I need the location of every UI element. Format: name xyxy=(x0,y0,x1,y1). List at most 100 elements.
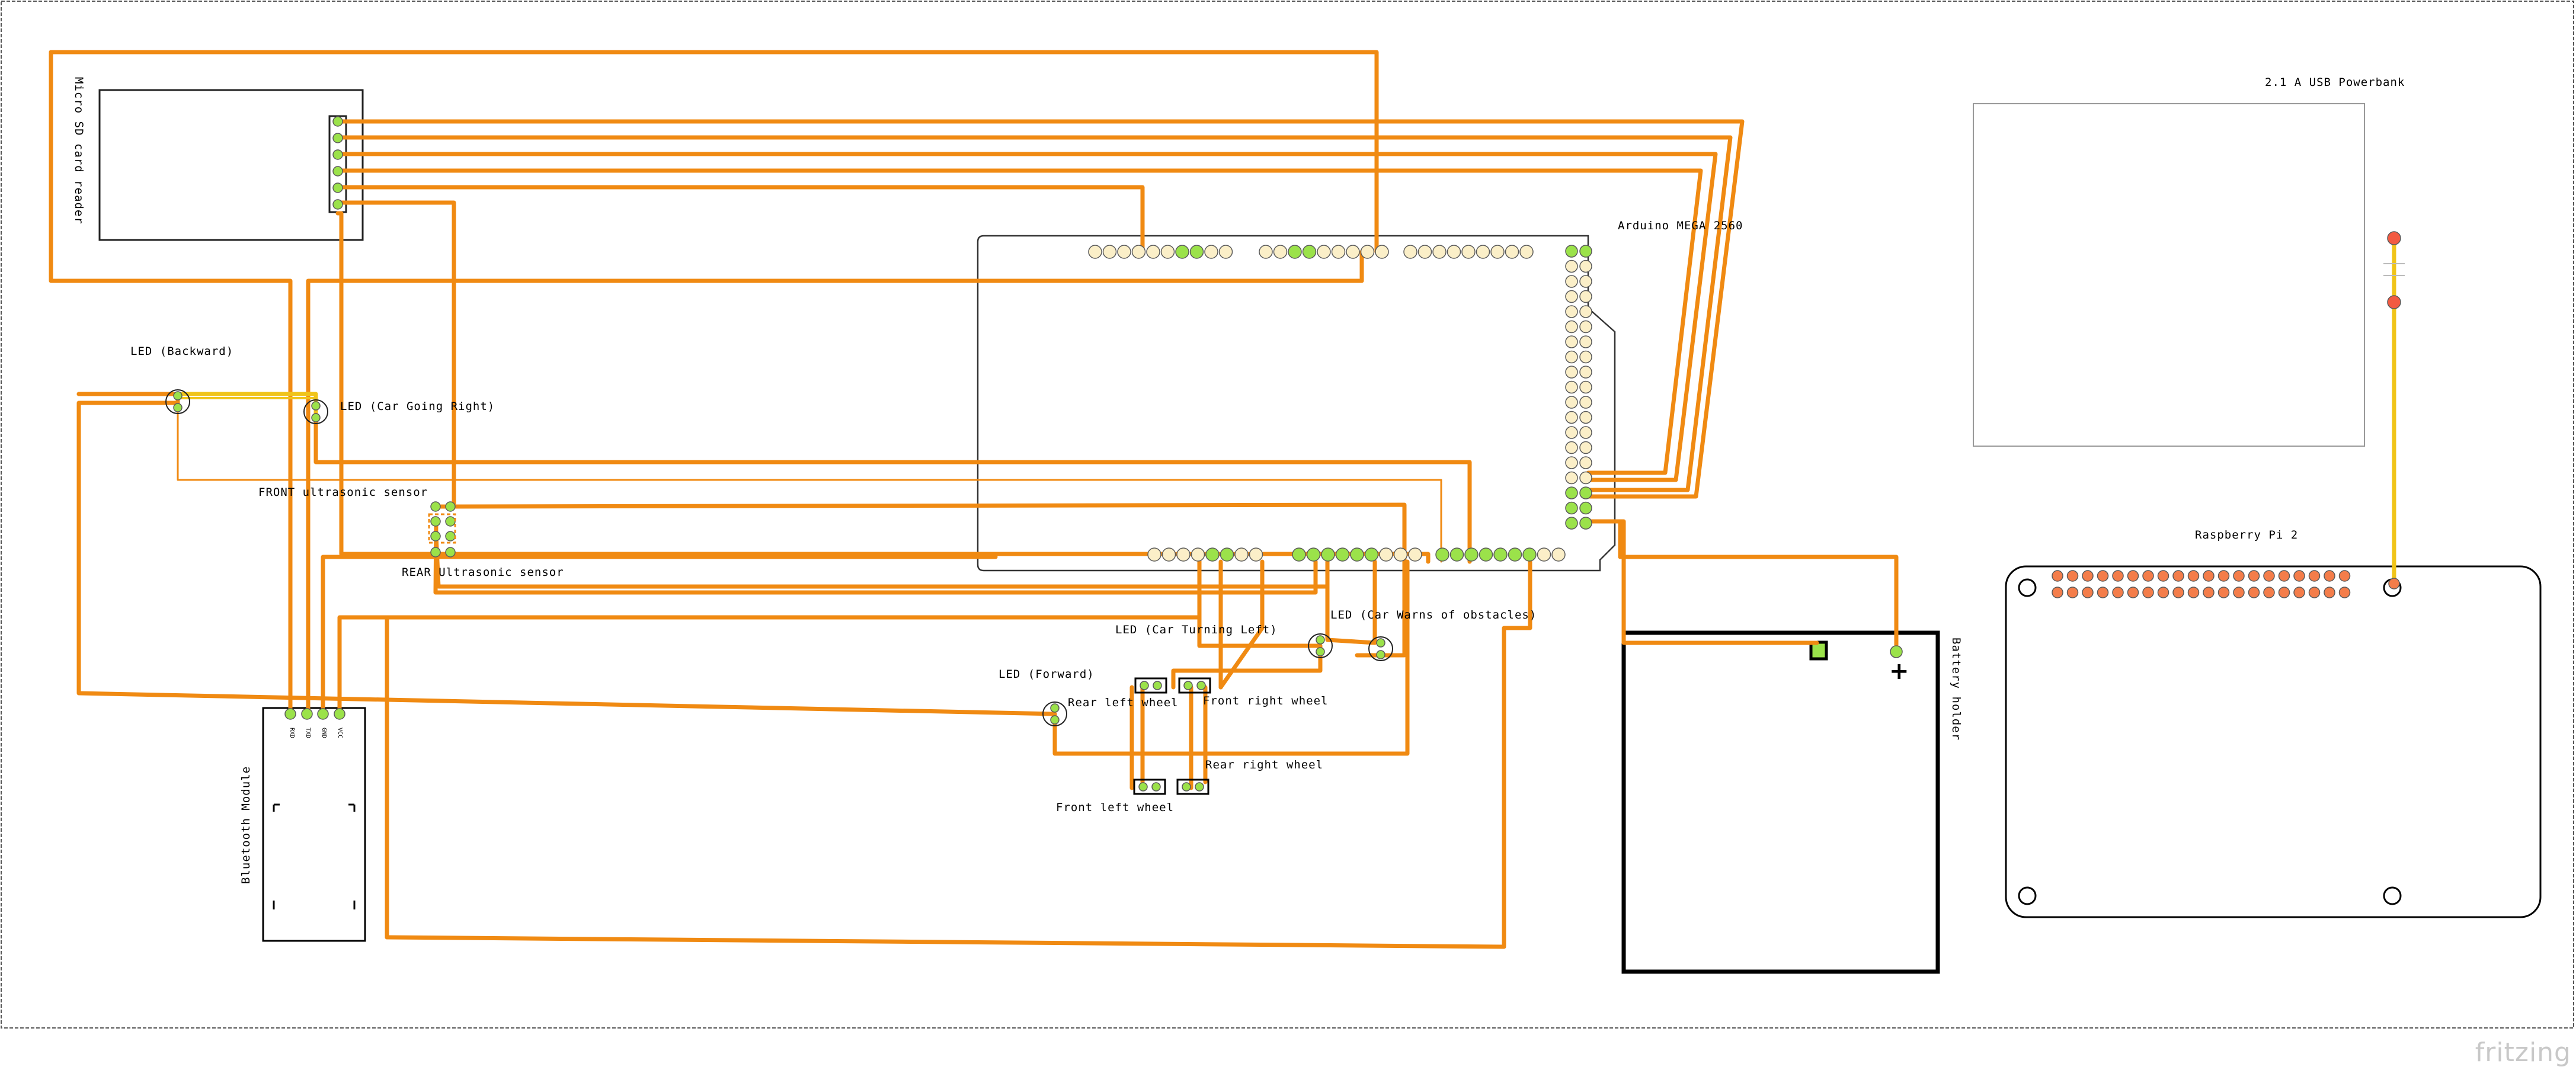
arduino-top-pin xyxy=(1331,245,1346,259)
led-forward-pin xyxy=(1050,715,1060,725)
wire xyxy=(335,211,1431,564)
sd-pin xyxy=(332,199,343,210)
wire xyxy=(1218,559,1265,690)
ultrasonic-pin xyxy=(430,516,441,527)
arduino-bottom-pin xyxy=(1234,547,1249,562)
led-obstacles-label: LED (Car Warns of obstacles) xyxy=(1330,608,1537,622)
rpi-gpio-pin xyxy=(2338,570,2351,582)
front-right-wheel-label: Front right wheel xyxy=(1203,694,1329,707)
arduino-top-pin xyxy=(1519,245,1534,259)
arduino-bottom-pin xyxy=(1321,547,1335,562)
bt-pin-gnd: GND xyxy=(321,728,327,739)
arduino-top-pin xyxy=(1461,245,1476,259)
powerbank-pin xyxy=(2387,295,2401,309)
arduino-top-pin xyxy=(1131,245,1146,259)
rpi-gpio-pin xyxy=(2248,570,2260,582)
arduino-right-pin xyxy=(1565,245,1578,258)
arduino-bottom-pin xyxy=(1393,547,1408,562)
arduino-top-pin xyxy=(1447,245,1461,259)
bluetooth-module[interactable] xyxy=(262,707,366,942)
arduino-mega-board[interactable] xyxy=(977,235,1616,572)
arduino-right-pin xyxy=(1565,517,1578,530)
led-turn-left-pin xyxy=(1316,647,1325,656)
arduino-bottom-pin xyxy=(1435,547,1449,562)
wire xyxy=(385,559,1532,949)
wire xyxy=(1197,559,1323,648)
arduino-right-pin xyxy=(1565,471,1578,485)
sheet-border xyxy=(1,1,2574,1029)
rpi-gpio-pin xyxy=(2097,570,2109,582)
arduino-right-pin xyxy=(1579,335,1592,348)
rpi-gpio-pin xyxy=(2066,570,2079,582)
rpi-gpio-pin xyxy=(2203,587,2215,598)
led-forward-label: LED (Forward) xyxy=(999,668,1095,681)
arduino-bottom-pin xyxy=(1364,547,1379,562)
rpi-gpio-pin xyxy=(2338,587,2351,598)
battery-holder[interactable] xyxy=(1621,630,1940,974)
arduino-right-pin xyxy=(1579,380,1592,394)
arduino-right-pin xyxy=(1565,350,1578,364)
arduino-top-pin xyxy=(1302,245,1317,259)
sd-pin xyxy=(332,116,343,127)
sd-card-reader[interactable] xyxy=(98,89,364,241)
wire xyxy=(49,50,1379,254)
led-right-label: LED (Car Going Right) xyxy=(340,400,495,413)
arduino-top-pin xyxy=(1160,245,1175,259)
led-right xyxy=(303,399,328,424)
arduino-right-pin xyxy=(1565,486,1578,499)
bt-header-pin xyxy=(284,708,296,720)
front-left-wheel xyxy=(1133,779,1166,795)
arduino-top-pin xyxy=(1189,245,1204,259)
powerbank[interactable] xyxy=(1973,103,2365,447)
front-right-wheel-pin xyxy=(1196,681,1206,690)
arduino-right-pin xyxy=(1565,260,1578,273)
rpi-gpio-pin xyxy=(2293,587,2305,598)
led-left-label: LED (Car Turning Left) xyxy=(1115,623,1278,636)
arduino-right-pin xyxy=(1565,275,1578,288)
arduino-right-pin xyxy=(1579,245,1592,258)
rpi-gpio-pin xyxy=(2263,570,2275,582)
arduino-right-pin xyxy=(1565,441,1578,454)
wire xyxy=(1618,519,1899,654)
arduino-right-pin xyxy=(1579,441,1592,454)
wire xyxy=(1355,559,1407,658)
wire xyxy=(1052,559,1410,756)
arduino-label: Arduino MEGA 2560 xyxy=(1618,219,1743,232)
rpi-gpio-pin xyxy=(2324,570,2335,582)
arduino-right-pin xyxy=(1565,426,1578,439)
rpi-gpio-pin xyxy=(2066,587,2079,598)
arduino-top-pin xyxy=(1146,245,1160,259)
rpi-gpio-pin xyxy=(2142,587,2154,598)
led-right-pin xyxy=(311,413,321,422)
arduino-right-pin xyxy=(1579,305,1592,318)
wire xyxy=(335,135,1733,492)
arduino-right-pin xyxy=(1579,320,1592,334)
bt-header-pin xyxy=(301,708,313,720)
arduino-bottom-pin xyxy=(1205,547,1220,562)
arduino-top-pin xyxy=(1346,245,1360,259)
led-backward-pin xyxy=(173,403,183,412)
bluetooth-label: Bluetooth Module xyxy=(239,765,252,884)
sd-reader-label: Micro SD card reader xyxy=(72,77,85,225)
rear-left-wheel-pin xyxy=(1153,681,1162,690)
wire xyxy=(434,502,1407,564)
bt-pin-vcc: VCC xyxy=(337,728,343,739)
arduino-bottom-pin xyxy=(1335,547,1350,562)
arduino-bottom-pin xyxy=(1551,547,1566,562)
led-obstacles-pin xyxy=(1376,650,1385,659)
raspberry-pi-board[interactable] xyxy=(2005,565,2542,918)
arduino-bottom-pin xyxy=(1408,547,1422,562)
front-ultrasonic-label: FRONT ultrasonic sensor xyxy=(258,486,428,499)
arduino-bottom-pin xyxy=(1508,547,1522,562)
rpi-gpio-pin xyxy=(2157,570,2169,582)
led-obstacles xyxy=(1368,636,1393,661)
ultrasonic-pin xyxy=(445,547,456,558)
front-left-wheel-label: Front left wheel xyxy=(1056,801,1175,814)
rpi-gpio-pin xyxy=(2142,570,2154,582)
ultrasonic-pin xyxy=(445,516,456,527)
rpi-gpio-pin xyxy=(2248,587,2260,598)
bt-pin-rxd: RXD xyxy=(289,728,295,739)
bt-pin-txd: TXD xyxy=(305,728,311,739)
wire xyxy=(306,249,1364,716)
rpi-gpio-pin xyxy=(2308,570,2321,582)
